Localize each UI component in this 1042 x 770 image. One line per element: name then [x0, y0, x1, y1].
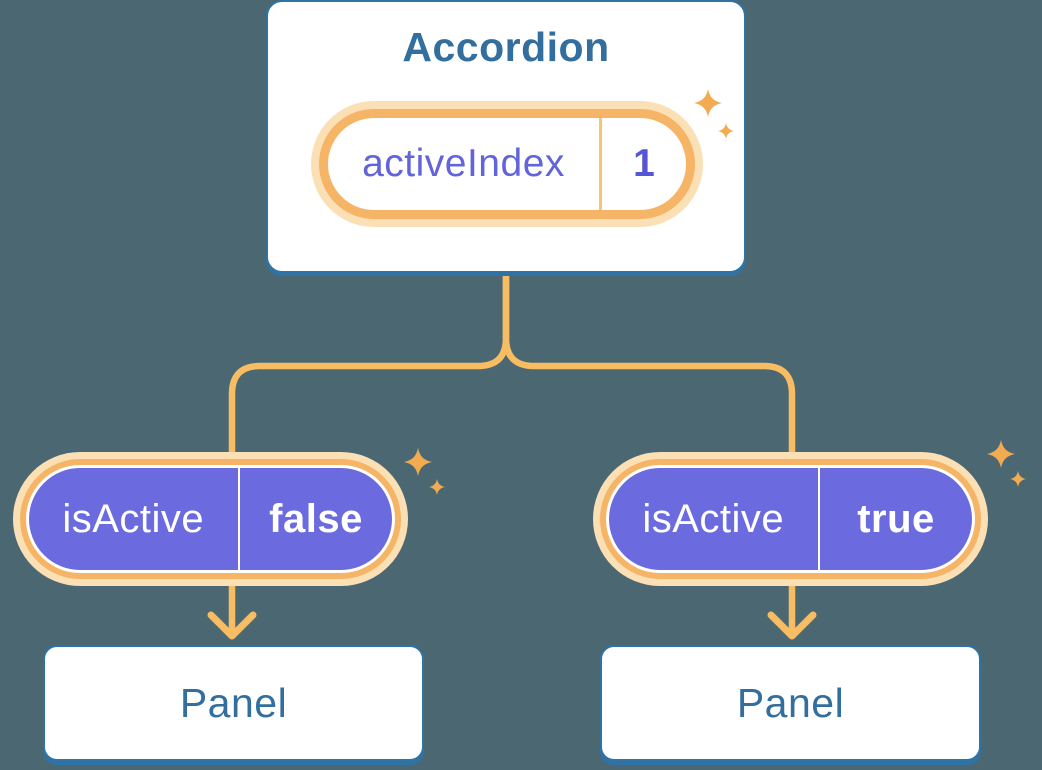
arrowhead-left-icon	[207, 611, 257, 640]
prop-name-label: isActive	[62, 496, 205, 541]
state-pill-divider	[599, 118, 602, 210]
prop-pill-isactive-false: isActive false	[13, 452, 408, 586]
prop-pill-ring: isActive true	[600, 459, 981, 579]
prop-pill-body: isActive false	[26, 465, 395, 573]
panel-title: Panel	[179, 679, 288, 726]
sparkle-icon	[404, 448, 432, 476]
state-pill-body: activeIndex 1	[328, 118, 686, 210]
state-name-label: activeIndex	[362, 142, 565, 185]
panel-title: Panel	[736, 679, 845, 726]
state-pill-ring: activeIndex 1	[319, 109, 695, 219]
panel-card-right: Panel	[600, 645, 981, 761]
prop-value-label: false	[269, 496, 363, 541]
prop-pill-divider	[817, 468, 820, 570]
prop-pill-divider	[237, 468, 240, 570]
accordion-title: Accordion	[402, 24, 610, 70]
prop-pill-ring: isActive false	[20, 459, 401, 579]
sparkle-icon	[1010, 471, 1026, 487]
panel-card-left: Panel	[43, 645, 424, 761]
prop-value-label: true	[857, 496, 935, 541]
prop-name-label: isActive	[642, 496, 785, 541]
sparkle-icon	[694, 89, 722, 117]
prop-pill-body: isActive true	[606, 465, 975, 573]
sparkle-icon	[718, 123, 734, 139]
prop-pill-isactive-true: isActive true	[593, 452, 988, 586]
connector-branch-right	[502, 271, 796, 634]
sparkle-icon	[429, 479, 445, 495]
arrowhead-right-icon	[767, 611, 817, 640]
sparkle-icon	[987, 440, 1015, 468]
state-value-label: 1	[633, 142, 655, 185]
state-pill-activeindex: activeIndex 1	[311, 101, 703, 227]
accordion-component-card: Accordion activeIndex 1	[266, 0, 746, 273]
